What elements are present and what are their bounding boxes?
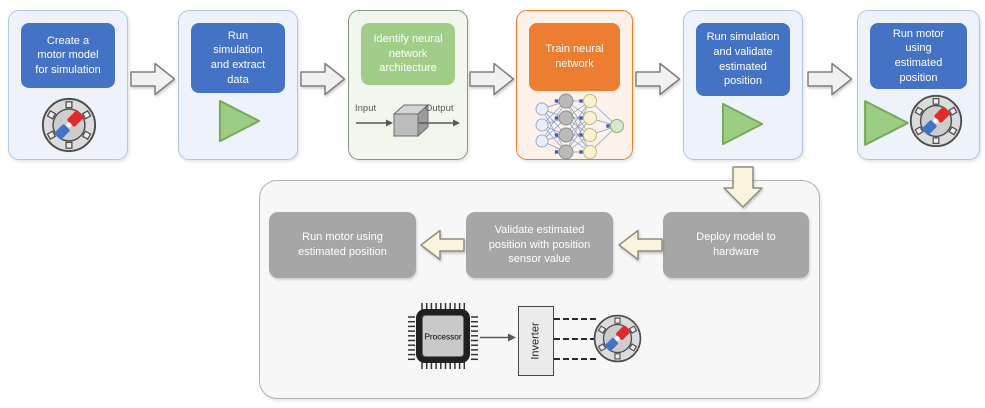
step-label-run-simulation-validate: Run simulation and validate estimated po… xyxy=(696,23,790,96)
blackbox-output-label: Output xyxy=(425,103,454,114)
flow-arrow-left-icon xyxy=(420,229,465,261)
processor-label: Processor xyxy=(424,332,462,342)
step-label-run-simulation-extract: Run simulation and extract data xyxy=(191,23,285,93)
play-icon xyxy=(218,98,262,144)
flow-arrow-left-icon xyxy=(618,229,663,261)
dashed-phase-line xyxy=(554,358,596,360)
play-icon xyxy=(860,98,914,148)
blackbox-input-label: Input xyxy=(355,103,376,114)
step-card-run-simulation-validate: Run simulation and validate estimated po… xyxy=(683,10,803,160)
step-label-identify-architecture: Identify neural network architecture xyxy=(361,23,455,85)
step-card-run-simulation-extract: Run simulation and extract data xyxy=(178,10,298,160)
step-card-run-motor: Run motor using estimated position xyxy=(857,10,980,160)
flow-arrow-down-icon xyxy=(722,166,764,208)
motor-icon xyxy=(40,96,98,154)
flow-arrow-right-icon xyxy=(635,62,681,96)
processor-chip-icon: Processor xyxy=(408,303,478,369)
motor-icon xyxy=(908,93,964,149)
step-card-create-motor-model: Create a motor model for simulation xyxy=(8,10,128,160)
motor-icon xyxy=(592,313,643,364)
inverter-block: Inverter xyxy=(518,306,554,376)
flow-arrow-right-icon xyxy=(300,62,346,96)
connector-arrow-icon xyxy=(480,333,516,342)
hardware-deployment-panel: Deploy model to hardware Validate estima… xyxy=(259,180,820,399)
hw-step-run-motor: Run motor using estimated position xyxy=(269,212,416,278)
step-card-identify-architecture: Identify neural network architecture Inp… xyxy=(348,10,468,160)
flow-arrow-right-icon xyxy=(807,62,853,96)
blackbox-input-output-icon: Input Output xyxy=(355,103,460,138)
play-icon xyxy=(721,101,765,147)
dashed-phase-line xyxy=(554,318,596,320)
hw-step-validate-position: Validate estimated position with positio… xyxy=(466,212,613,278)
dashed-phase-line xyxy=(554,338,596,340)
neural-network-icon xyxy=(535,93,624,160)
step-label-train-network: Train neural network xyxy=(529,23,620,91)
inverter-label: Inverter xyxy=(530,322,543,360)
step-label-create-motor-model: Create a motor model for simulation xyxy=(21,23,115,88)
step-label-run-motor: Run motor using estimated position xyxy=(870,23,967,89)
step-card-train-network: Train neural network xyxy=(516,10,633,160)
hw-step-deploy-model: Deploy model to hardware xyxy=(663,212,809,278)
flow-arrow-right-icon xyxy=(469,62,515,96)
flow-arrow-right-icon xyxy=(130,62,176,96)
